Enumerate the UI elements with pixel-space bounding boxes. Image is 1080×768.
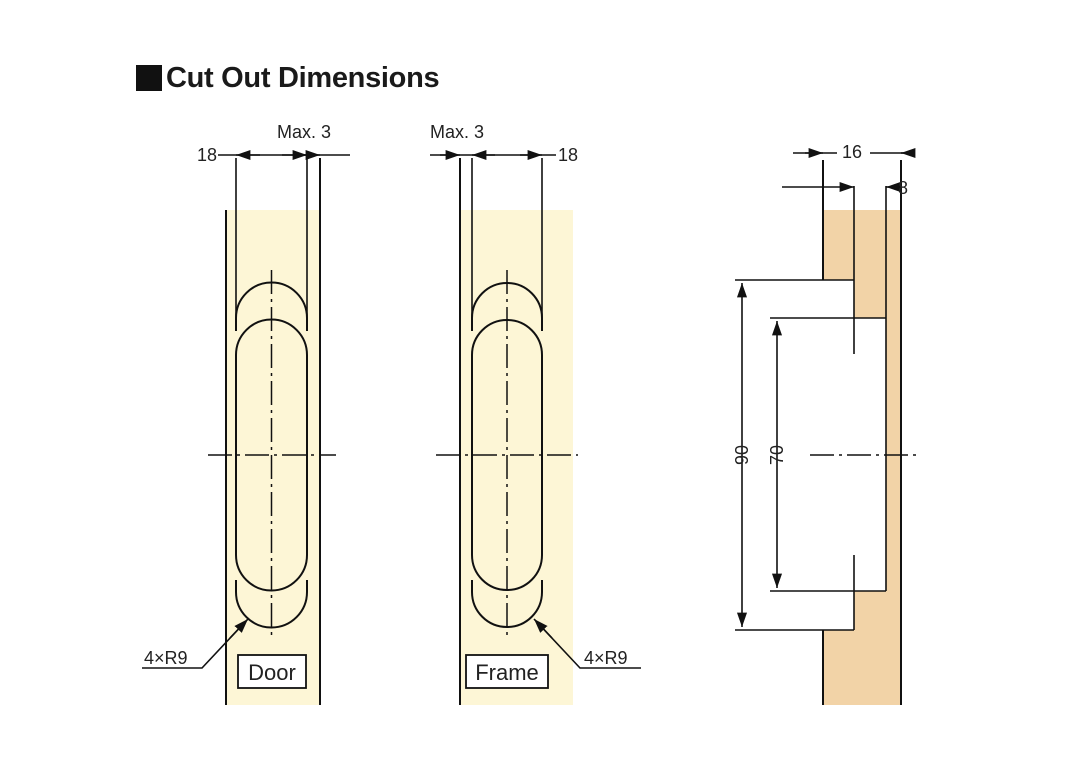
- side-dim-8: 8: [898, 178, 908, 198]
- side-wood-section: [823, 210, 901, 705]
- door-main-slot: [235, 318, 308, 592]
- door-radius-arrow: [229, 618, 249, 639]
- frame-panel: [460, 210, 573, 705]
- frame-view: 18 Max. 3 4×R9 Frame: [430, 122, 641, 705]
- frame-main-slot: [471, 319, 543, 591]
- side-dim-90: 90: [732, 445, 752, 465]
- door-dim-max3: Max. 3: [277, 122, 331, 142]
- side-dim-16: 16: [842, 142, 862, 162]
- title-square-icon: [136, 65, 162, 91]
- door-panel: [226, 210, 320, 705]
- side-dim-70: 70: [767, 445, 787, 465]
- frame-dim-18: 18: [558, 145, 578, 165]
- frame-label: Frame: [475, 660, 539, 685]
- door-view: 18 Max. 3 4×R9 Door: [142, 122, 350, 705]
- door-label-box: [237, 654, 307, 689]
- door-label: Door: [248, 660, 296, 685]
- frame-radius-arrow: [533, 618, 553, 639]
- door-radius-note: 4×R9: [144, 648, 188, 668]
- frame-radius-note: 4×R9: [584, 648, 628, 668]
- title-text: Cut Out Dimensions: [166, 61, 440, 94]
- frame-label-box: [465, 654, 549, 689]
- door-dim-18: 18: [197, 145, 217, 165]
- page-title: Cut Out Dimensions: [136, 60, 440, 96]
- side-section-view: 90 70 16 8: [732, 142, 918, 705]
- door-lower-slot-arc: [235, 580, 308, 629]
- frame-dim-max3: Max. 3: [430, 122, 484, 142]
